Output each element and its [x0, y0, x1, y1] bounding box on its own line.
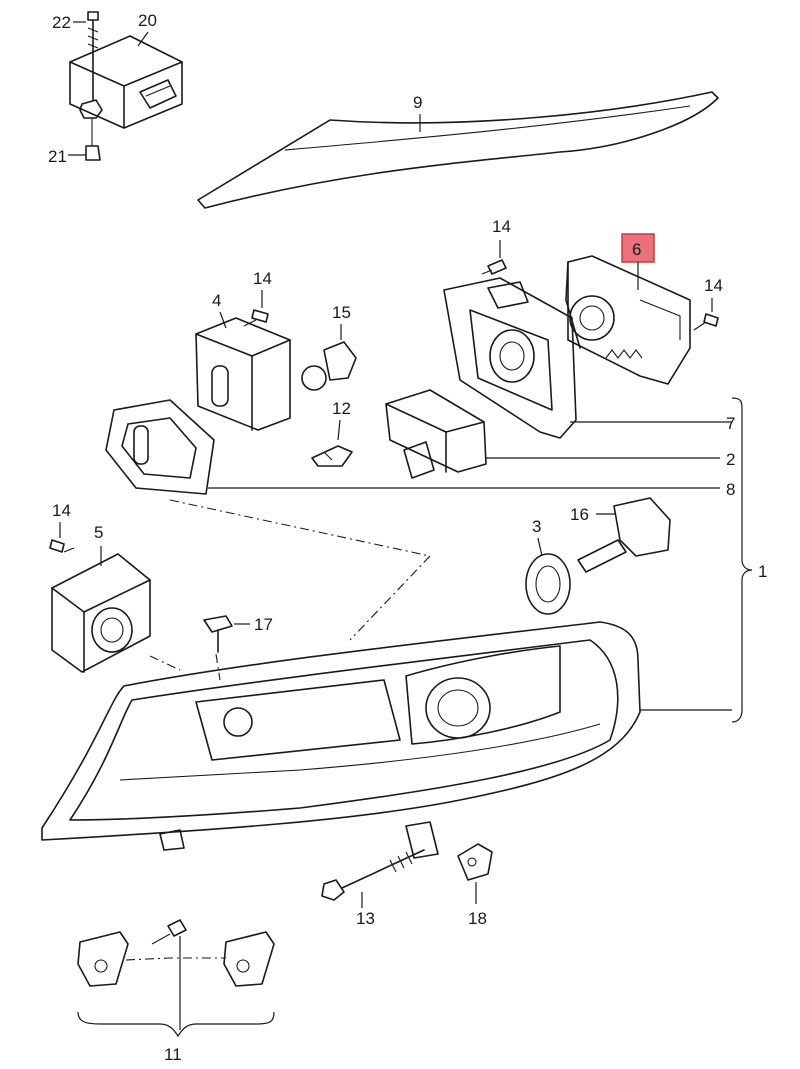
callout-14-a: 14	[492, 217, 511, 236]
callout-4: 4	[212, 291, 221, 310]
part-15-bulb	[301, 341, 357, 391]
callout-8: 8	[726, 480, 735, 499]
part-14-screw-d	[49, 539, 75, 553]
part-3-ring	[525, 553, 571, 615]
callout-17: 17	[254, 615, 273, 634]
callout-9: 9	[413, 93, 422, 112]
callout-21: 21	[48, 147, 67, 166]
part-18-clip-nut	[457, 843, 493, 881]
callout-11: 11	[164, 1045, 182, 1064]
part-14-screw-b	[693, 313, 719, 331]
callout-20: 20	[138, 11, 157, 30]
callout-18: 18	[468, 909, 487, 928]
callout-12: 12	[332, 399, 351, 418]
callout-13: 13	[356, 909, 375, 928]
part-16-xenon-bulb	[577, 497, 671, 573]
part-14-screw-a	[481, 259, 507, 275]
part-6-module	[565, 255, 691, 385]
callout-22: 22	[52, 13, 71, 32]
part-13-bolt	[321, 849, 425, 901]
bracket-1	[640, 397, 753, 723]
part-8-gasket	[105, 399, 215, 495]
callout-5: 5	[94, 523, 103, 542]
callout-14-d: 14	[52, 501, 71, 520]
part-7-frame	[443, 277, 577, 439]
callout-2: 2	[726, 450, 735, 469]
callout-15: 15	[332, 303, 351, 322]
callout-1: 1	[758, 562, 767, 581]
part-2-motor	[385, 389, 487, 479]
callout-3: 3	[532, 517, 541, 536]
part-11-brackets	[77, 919, 275, 1030]
part-21-nut	[79, 99, 103, 161]
part-9-trim-strip	[197, 91, 719, 209]
part-12-wedge-bulb	[311, 445, 353, 467]
part-4-ballast	[195, 317, 291, 431]
part-5-module	[51, 553, 151, 673]
callout-6: 6	[632, 240, 641, 259]
headlight-housing	[41, 621, 641, 859]
part-22-screw	[87, 11, 99, 101]
part-20-control-unit	[69, 35, 183, 129]
part-14-screw-c	[243, 309, 269, 327]
callout-7: 7	[726, 414, 735, 433]
callout-14-c: 14	[253, 269, 272, 288]
callout-14-b: 14	[704, 276, 723, 295]
callout-16: 16	[570, 505, 589, 524]
part-17-clip	[203, 615, 233, 653]
